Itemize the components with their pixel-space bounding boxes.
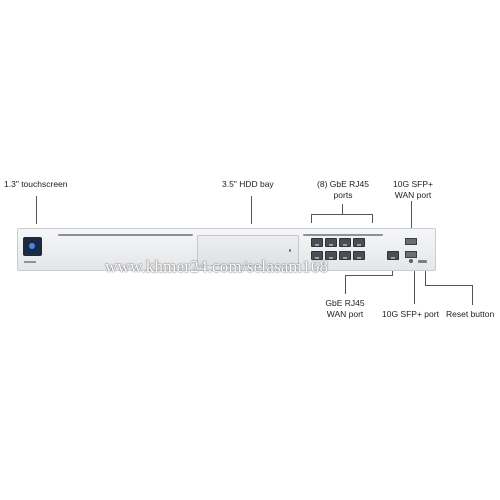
leader-reset-down [472, 285, 473, 305]
leader-gbe-wan-h [345, 275, 393, 276]
hdd-led-icon [288, 249, 291, 252]
label-sfp-wan-line2: WAN port [394, 189, 432, 200]
label-sfp-port: 10G SFP+ port [382, 309, 439, 319]
leader-gbe-wan-v [345, 275, 346, 294]
rj45-port-7[interactable] [339, 251, 351, 260]
vent-slot [58, 234, 193, 236]
vendor-logo-icon [418, 260, 427, 263]
label-touchscreen: 1.3" touchscreen [4, 179, 68, 189]
hdd-bay-tray[interactable] [197, 235, 299, 266]
touchscreen[interactable] [23, 237, 42, 256]
sfp-port[interactable] [405, 251, 417, 258]
label-reset-button: Reset button [446, 309, 495, 319]
sfp-wan-port[interactable] [405, 238, 417, 245]
label-gbe-wan-line1: GbE RJ45 [325, 298, 365, 308]
leader-rj45-bracket-right [372, 214, 373, 223]
rj45-port-6[interactable] [325, 251, 337, 260]
leader-rj45-stem [342, 204, 343, 214]
leader-reset-v [425, 268, 426, 285]
leader-hdd-bay [251, 196, 252, 224]
leader-rj45-bracket [311, 214, 373, 215]
label-rj45-ports-line1: (8) GbE RJ45 [317, 179, 369, 189]
screen-status-icon [29, 243, 35, 249]
vent-slot [303, 234, 383, 236]
leader-reset-h [425, 285, 473, 286]
rj45-port-8[interactable] [353, 251, 365, 260]
reset-button[interactable] [409, 259, 413, 263]
gbe-wan-port[interactable] [387, 251, 399, 260]
watermark: www.khmer24.com/selasam168 [105, 257, 329, 276]
label-gbe-wan-line2: WAN port [326, 308, 364, 319]
rj45-port-3[interactable] [339, 238, 351, 247]
label-sfp-wan: 10G SFP+ WAN port [388, 179, 438, 200]
rj45-port-2[interactable] [325, 238, 337, 247]
leader-touchscreen [36, 196, 37, 224]
rj45-port-1[interactable] [311, 238, 323, 247]
leader-sfp-wan [411, 201, 412, 232]
label-rj45-ports: (8) GbE RJ45 ports [313, 179, 373, 200]
label-rj45-ports-line2: ports [333, 189, 353, 200]
rj45-port-4[interactable] [353, 238, 365, 247]
label-hdd-bay: 3.5" HDD bay [222, 179, 274, 189]
rj45-port-5[interactable] [311, 251, 323, 260]
leader-sfp-port [414, 268, 415, 304]
label-gbe-wan: GbE RJ45 WAN port [320, 298, 370, 319]
brand-logo [24, 261, 36, 263]
gateway-front-panel [17, 228, 436, 271]
leader-rj45-bracket-left [311, 214, 312, 223]
label-sfp-wan-line1: 10G SFP+ [393, 179, 433, 189]
